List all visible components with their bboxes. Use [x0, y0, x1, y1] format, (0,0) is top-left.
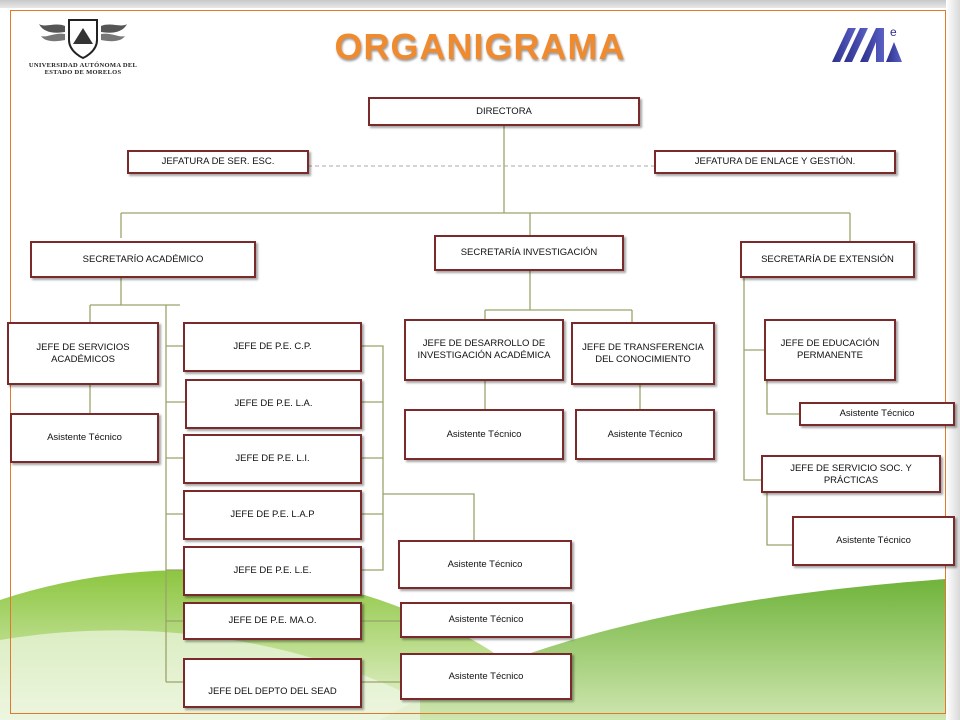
university-name-line2: ESTADO DE MORELOS — [44, 69, 122, 76]
box-jefe-depto-sead: JEFE DEL DEPTO DEL SEAD — [183, 658, 362, 708]
page-title: ORGANIGRAMA — [334, 26, 626, 67]
box-jefe-servicio-social: JEFE DE SERVICIO SOC. Y PRÁCTICAS — [761, 455, 941, 493]
box-asistente-transferencia: Asistente Técnico — [575, 409, 715, 460]
box-secretaria-investigacion: SECRETARÍA INVESTIGACIÓN — [434, 235, 624, 271]
box-asistente-servicio-social: Asistente Técnico — [792, 516, 955, 566]
box-asistente-sead: Asistente Técnico — [400, 653, 572, 700]
box-directora: DIRECTORA — [368, 97, 640, 126]
box-asistente-pe: Asistente Técnico — [398, 540, 572, 589]
university-logo: UNIVERSIDAD AUTÓNOMA DEL ESTADO DE MOREL… — [28, 16, 138, 82]
university-crest-icon — [39, 19, 127, 60]
box-jefe-desarrollo-investigacion: JEFE DE DESARROLLO DE INVESTIGACIÓN ACAD… — [404, 319, 564, 381]
box-asistente-servicios-academicos: Asistente Técnico — [10, 413, 159, 463]
box-jefe-pe-li: JEFE DE P.E. L.I. — [183, 434, 362, 484]
faculty-logo-letter: e — [890, 25, 897, 39]
box-jefe-pe-le: JEFE DE P.E. L.E. — [183, 546, 362, 596]
box-jefe-educacion-permanente: JEFE DE EDUCACIÓN PERMANENTE — [764, 319, 896, 381]
box-asistente-desarrollo: Asistente Técnico — [404, 409, 564, 460]
university-name-line1: UNIVERSIDAD AUTÓNOMA DEL — [28, 62, 138, 69]
box-secretaria-extension: SECRETARÍA DE EXTENSIÓN — [740, 241, 915, 278]
box-jefatura-enlace-gestion: JEFATURA DE ENLACE Y GESTIÓN. — [654, 150, 896, 174]
box-secretario-academico: SECRETARÍO ACADÉMICO — [30, 241, 256, 278]
box-jefe-servicios-academicos: JEFE DE SERVICIOS ACADÉMICOS — [7, 322, 159, 385]
box-jefe-pe-lap: JEFE DE P.E. L.A.P — [183, 490, 362, 540]
box-jefe-transferencia-conocimiento: JEFE DE TRANSFERENCIA DEL CONOCIMIENTO — [571, 322, 715, 385]
box-jefe-pe-la: JEFE DE P.E. L.A. — [185, 379, 362, 429]
box-jefe-pe-mao: JEFE DE P.E. MA.O. — [183, 602, 362, 640]
box-asistente-educacion: Asistente Técnico — [799, 402, 955, 426]
faculty-logo-icon: e — [832, 25, 902, 62]
box-jefe-pe-cp: JEFE DE P.E. C.P. — [183, 322, 362, 372]
box-jefatura-ser-esc: JEFATURA DE SER. ESC. — [127, 150, 309, 174]
top-bar — [0, 0, 960, 8]
box-asistente-mao: Asistente Técnico — [400, 602, 572, 638]
